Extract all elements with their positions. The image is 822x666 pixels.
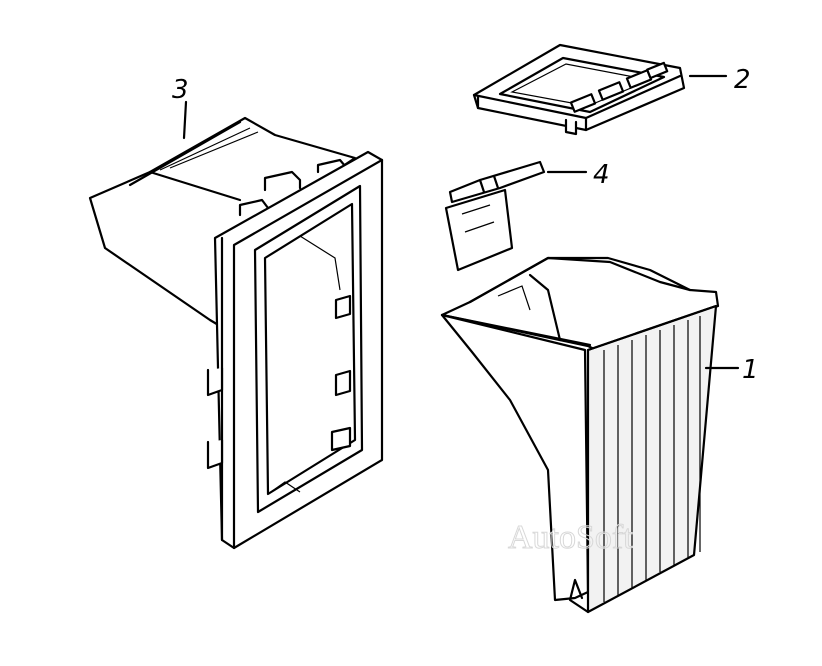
callout-2-label: 2 [734,65,751,95]
callout-3-label: 3 [172,75,189,105]
part-3-housing-frame [88,116,384,550]
callout-3-leader [182,100,188,140]
callout-4-label: 4 [593,160,610,190]
watermark: AutoSoft [508,519,633,556]
part-2-tray [472,43,686,136]
callout-1-label: 1 [742,355,759,385]
part-1-basket [440,256,720,614]
part-4-clip [444,160,546,272]
